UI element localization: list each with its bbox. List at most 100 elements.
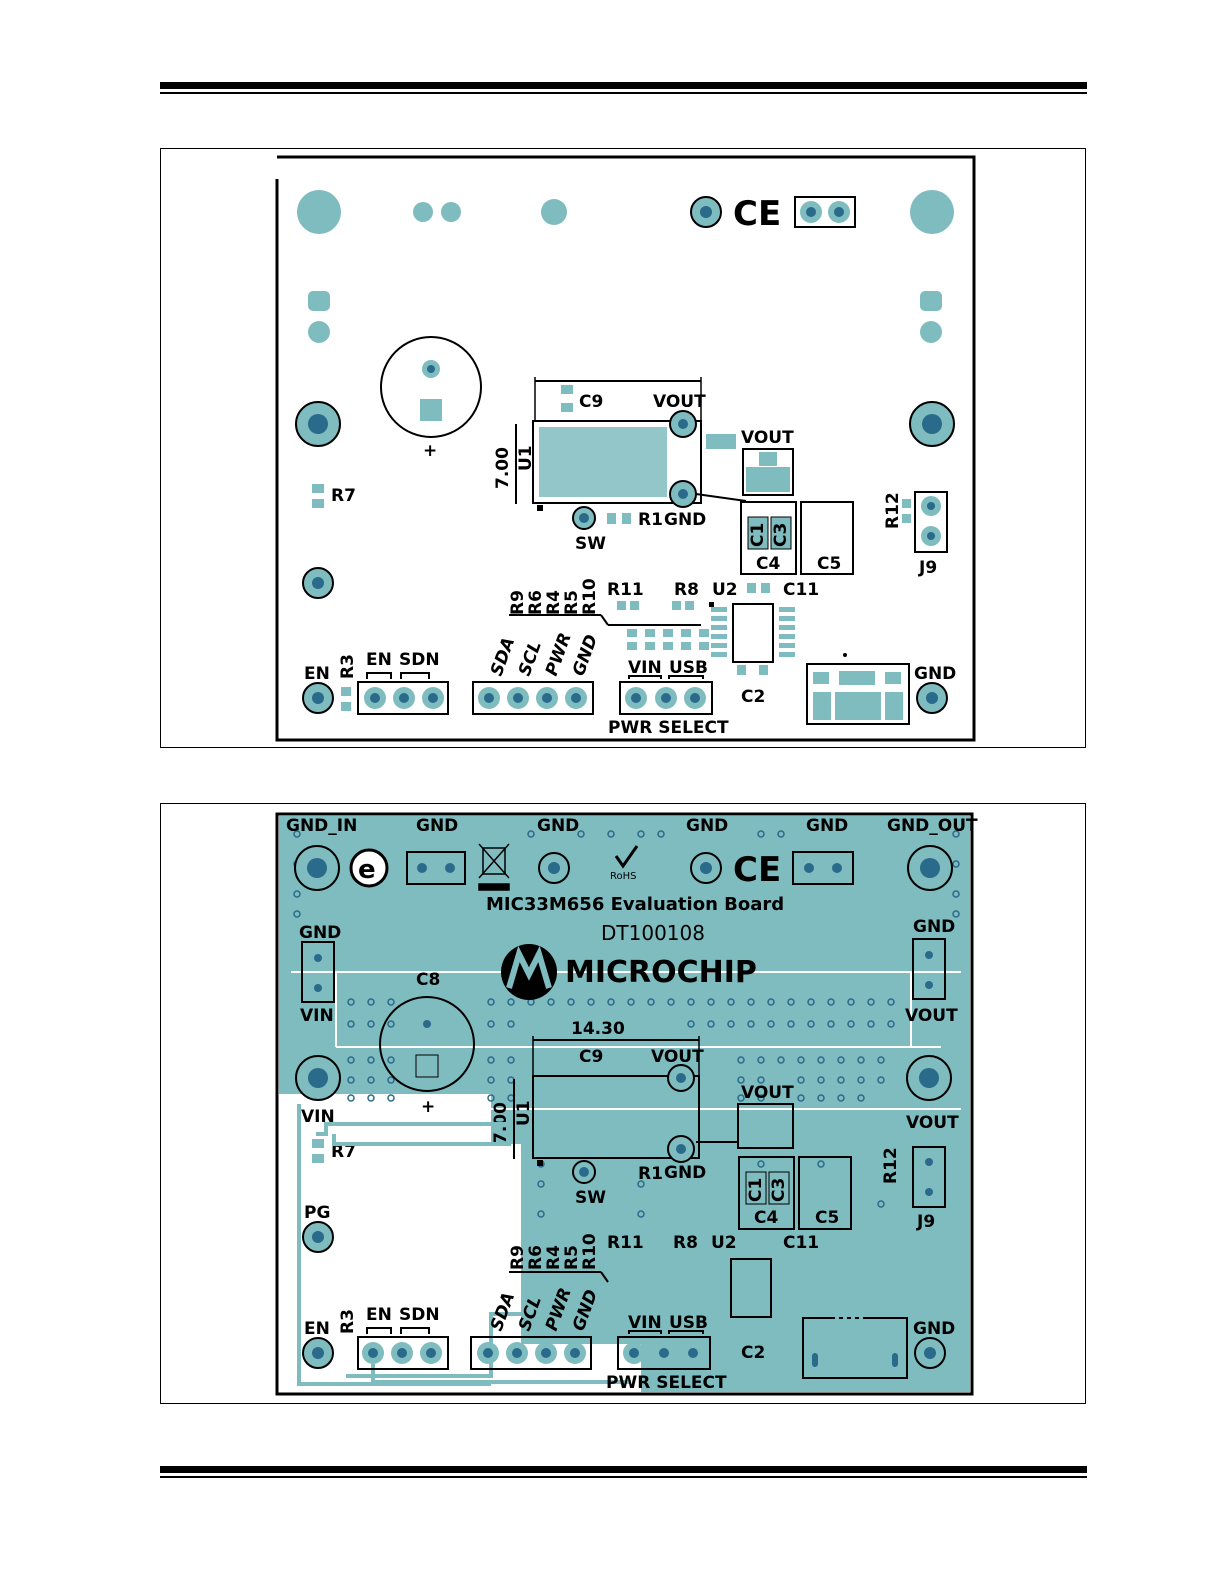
gnd-label-2: GND (537, 816, 579, 836)
usb-shell-slot (812, 1353, 818, 1367)
header-2pin (792, 851, 854, 885)
top-layer-panel: CE + R7 C9 VOUT (160, 148, 1086, 748)
vout-far-label: VOUT (906, 1113, 959, 1133)
via (700, 206, 712, 218)
c11-label: C11 (783, 1233, 819, 1253)
vin-left-label: VIN (300, 1006, 334, 1026)
via (676, 1073, 686, 1083)
pad (312, 484, 324, 493)
u1-label: U1 (514, 1100, 534, 1126)
pwr-select-label: PWR SELECT (608, 718, 729, 738)
pad (685, 601, 694, 610)
via (426, 1348, 436, 1358)
pad (759, 665, 768, 675)
j9-label: J9 (918, 558, 937, 578)
via (690, 693, 700, 703)
j9-outline (914, 491, 948, 553)
header-4pin (472, 681, 594, 715)
c2-label: C2 (741, 687, 765, 707)
dim-7-label: 7.00 (493, 447, 513, 489)
via (688, 1348, 698, 1358)
pad (759, 452, 777, 466)
usb-shell-slot (892, 1353, 898, 1367)
via (925, 1188, 933, 1196)
pg-label: PG (304, 1203, 330, 1223)
pad (312, 1139, 324, 1148)
gnd-left-label: GND (299, 923, 341, 943)
via (919, 1068, 939, 1088)
via (927, 532, 935, 540)
r5-label: R5 (562, 590, 582, 615)
pad (901, 1154, 910, 1163)
footer-rule-thin (160, 1476, 1087, 1478)
r10-label: R10 (580, 578, 600, 615)
pad (415, 1054, 439, 1078)
capacitor-outline (379, 996, 475, 1092)
j9-outline (912, 1146, 946, 1208)
pad (835, 692, 881, 720)
via (427, 365, 435, 373)
pad (737, 665, 746, 675)
r4-label: R4 (544, 1245, 564, 1270)
c8-label: C8 (416, 970, 440, 990)
pad (920, 321, 942, 343)
r12-label: R12 (881, 1147, 901, 1184)
gnd-label-3: GND (686, 816, 728, 836)
via (661, 693, 671, 703)
r8-label: R8 (673, 1233, 698, 1253)
u2-label: U2 (712, 580, 738, 600)
c4-label: C4 (756, 554, 780, 574)
via (368, 1348, 378, 1358)
pad (813, 692, 831, 720)
u1-label: U1 (516, 445, 536, 471)
via (314, 954, 322, 962)
resistor-array (627, 629, 709, 650)
capacitor-outline (380, 336, 482, 438)
via (512, 1348, 522, 1358)
gnd-right-label: GND (913, 917, 955, 937)
via (417, 863, 427, 873)
brand-wordmark: MICROCHIP (565, 955, 757, 990)
pad (541, 199, 567, 225)
copper-pour (279, 816, 970, 1392)
via (678, 419, 688, 429)
gnd-label-1: GND (416, 816, 458, 836)
header-2pin (794, 196, 856, 228)
r9-label: R9 (508, 590, 528, 615)
silk-bracket (628, 675, 662, 679)
silk-line (600, 614, 609, 626)
vout-label: VOUT (653, 392, 706, 412)
board-outline (275, 155, 976, 742)
header-3pin (617, 1336, 711, 1370)
u2-outline (732, 603, 774, 663)
pad (413, 202, 433, 222)
plus-label: + (423, 441, 437, 461)
gnd-label: GND (664, 510, 706, 530)
vin-sel-label: VIN (628, 1313, 662, 1333)
header-3pin (357, 1336, 449, 1370)
via (541, 1348, 551, 1358)
via (570, 1348, 580, 1358)
en-label: EN (366, 650, 392, 670)
mounting-hole (297, 190, 341, 234)
vout-right-label: VOUT (905, 1006, 958, 1026)
via (659, 1348, 669, 1358)
r3-label: R3 (338, 1309, 358, 1334)
u2-outline (730, 1258, 772, 1318)
pad (341, 702, 351, 711)
u2-label: U2 (711, 1233, 737, 1253)
pad (901, 1169, 910, 1178)
plus-label: + (421, 1097, 435, 1117)
en-label-left: EN (304, 664, 330, 684)
dim-14-label: 14.30 (571, 1019, 625, 1039)
r6-label: R6 (526, 1245, 546, 1270)
via (832, 863, 842, 873)
c11-label: C11 (783, 580, 819, 600)
pad (630, 601, 639, 610)
vout-pad-outline (737, 1103, 794, 1149)
pin1-mark (843, 653, 847, 657)
weee-bin-icon (478, 843, 510, 891)
rohs-label: RoHS (610, 871, 636, 882)
silk-bracket (628, 1330, 662, 1334)
recycle-icon: e (349, 848, 389, 888)
